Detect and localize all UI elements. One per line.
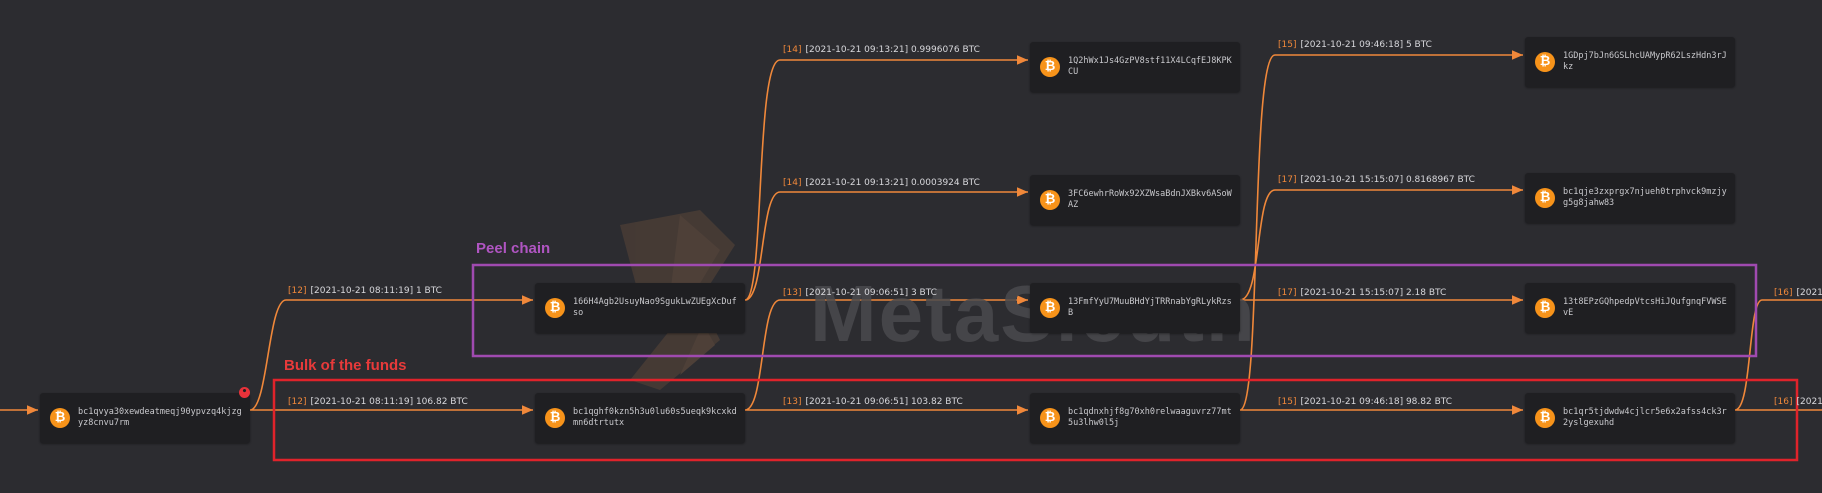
bitcoin-icon: ₿ xyxy=(1040,190,1060,210)
address-node-b2[interactable]: ₿ bc1qdnxhjf8g70xh0relwaaguvrz77mt5u3lhw… xyxy=(1030,393,1240,443)
peel-chain-box xyxy=(471,263,1758,358)
bitcoin-icon: ₿ xyxy=(1535,52,1555,72)
edge-label: [17][2021-10-21 15:15:07] 2.18 BTC xyxy=(1278,288,1447,298)
address-text: 166H4Agb2UsuyNao9SgukLwZUEgXcDufso xyxy=(573,297,737,318)
address-text: bc1qvya30xewdeatmeqj90ypvzq4kjzgyz8cnvu7… xyxy=(78,407,242,428)
bitcoin-icon: ₿ xyxy=(1040,57,1060,77)
edge-label: [17][2021-10-21 15:15:07] 0.8168967 BTC xyxy=(1278,175,1475,185)
edge-p1-t2 xyxy=(744,187,1028,301)
address-node-p2[interactable]: ₿ 13FmfYyU7MuuBHdYjTRRnabYgRLykRzsB xyxy=(1030,283,1240,333)
edge-label: [15][2021-10-21 09:46:18] 5 BTC xyxy=(1278,40,1432,50)
address-text: 13FmfYyU7MuuBHdYjTRRnabYgRLykRzsB xyxy=(1068,297,1232,318)
edge-label: [15][2021-10-21 09:46:18] 98.82 BTC xyxy=(1278,397,1453,407)
edge-b2-r1 xyxy=(1239,50,1523,411)
bitcoin-icon: ₿ xyxy=(1535,298,1555,318)
peel-chain-label: Peel chain xyxy=(476,240,551,257)
edge-b1-p2 xyxy=(744,295,1028,411)
edge-label: [12][2021-10-21 08:11:19] 106.82 BTC xyxy=(288,397,468,407)
address-text: 1GDpj7bJn6GSLhcUAMypR62LszHdn3rJkz xyxy=(1563,51,1727,72)
edge-p2-r2 xyxy=(1239,185,1523,301)
address-text: 1Q2hWx1Js4GzPV8stf11X4LCqfEJ8KPKCU xyxy=(1068,56,1232,77)
address-node-b1[interactable]: ₿ bc1qghf0kzn5h3u0lu60s5ueqk9kcxkdmn6dtr… xyxy=(535,393,745,443)
edge-p1-t1 xyxy=(744,55,1028,301)
bitcoin-icon: ₿ xyxy=(1535,188,1555,208)
address-node-p3[interactable]: ₿ 13t8EPzGQhpedpVtcsHiJQufgnqFVWSEvE xyxy=(1525,283,1735,333)
address-text: bc1qje3zxprgx7njueh0trphvck9mzjyg5g8jahw… xyxy=(1563,187,1727,208)
bitcoin-icon: ₿ xyxy=(50,408,70,428)
address-node-t2[interactable]: ₿ 3FC6ewhrRoWx92XZWsaBdnJXBkv6ASoWAZ xyxy=(1030,175,1240,225)
address-node-b3[interactable]: ₿ bc1qr5tjdwdw4cjlcr5e6x2afss4ck3r2yslge… xyxy=(1525,393,1735,443)
edge-b3-out1 xyxy=(1734,299,1822,411)
bitcoin-icon: ₿ xyxy=(1040,298,1060,318)
address-node-src[interactable]: ₿ bc1qvya30xewdeatmeqj90ypvzq4kjzgyz8cnv… xyxy=(40,393,250,443)
edge-label: [13][2021-10-21 09:06:51] 3 BTC xyxy=(783,288,937,298)
address-node-p1[interactable]: ₿ 166H4Agb2UsuyNao9SgukLwZUEgXcDufso xyxy=(535,283,745,333)
edge-src-p1 xyxy=(249,295,533,411)
address-text: 13t8EPzGQhpedpVtcsHiJQufgnqFVWSEvE xyxy=(1563,297,1727,318)
bulk-funds-box xyxy=(272,378,1799,462)
alert-badge-icon: • xyxy=(239,387,250,398)
edge-label: [16][2021- xyxy=(1774,397,1822,407)
address-node-r2[interactable]: ₿ bc1qje3zxprgx7njueh0trphvck9mzjyg5g8ja… xyxy=(1525,173,1735,223)
bitcoin-icon: ₿ xyxy=(1535,408,1555,428)
address-text: bc1qdnxhjf8g70xh0relwaaguvrz77mt5u3lhw0l… xyxy=(1068,407,1232,428)
address-text: bc1qr5tjdwdw4cjlcr5e6x2afss4ck3r2yslgexu… xyxy=(1563,407,1727,428)
bulk-funds-label: Bulk of the funds xyxy=(284,357,407,374)
edge-label: [14][2021-10-21 09:13:21] 0.0003924 BTC xyxy=(783,178,980,188)
edge-label: [13][2021-10-21 09:06:51] 103.82 BTC xyxy=(783,397,963,407)
address-node-t1[interactable]: ₿ 1Q2hWx1Js4GzPV8stf11X4LCqfEJ8KPKCU xyxy=(1030,42,1240,92)
address-text: 3FC6ewhrRoWx92XZWsaBdnJXBkv6ASoWAZ xyxy=(1068,189,1232,210)
bitcoin-icon: ₿ xyxy=(545,298,565,318)
edge-label: [14][2021-10-21 09:13:21] 0.9996076 BTC xyxy=(783,45,980,55)
edge-label: [12][2021-10-21 08:11:19] 1 BTC xyxy=(288,286,442,296)
edge-label: [16][2021 xyxy=(1774,288,1822,298)
address-text: bc1qghf0kzn5h3u0lu60s5ueqk9kcxkdmn6dtrtu… xyxy=(573,407,737,428)
edge-layer xyxy=(0,50,1822,415)
address-node-r1[interactable]: ₿ 1GDpj7bJn6GSLhcUAMypR62LszHdn3rJkz xyxy=(1525,37,1735,87)
bitcoin-icon: ₿ xyxy=(545,408,565,428)
bitcoin-icon: ₿ xyxy=(1040,408,1060,428)
